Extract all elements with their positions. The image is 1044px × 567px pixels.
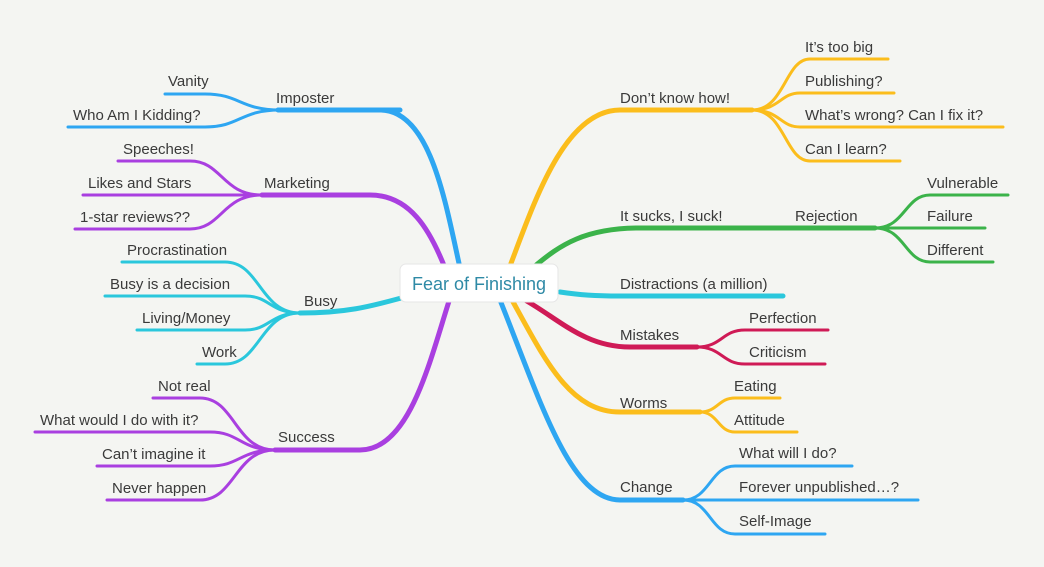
branch-marketing[interactable]: Marketing: [264, 175, 330, 192]
node-criticism[interactable]: Criticism: [749, 344, 807, 361]
branch-dont-know-how[interactable]: Don’t know how!: [620, 90, 730, 107]
node-its-too-big[interactable]: It’s too big: [805, 39, 873, 56]
node-can-i-learn[interactable]: Can I learn?: [805, 141, 887, 158]
node-attitude[interactable]: Attitude: [734, 412, 785, 429]
node-vulnerable[interactable]: Vulnerable: [927, 175, 998, 192]
node-forever-unpublished[interactable]: Forever unpublished…?: [739, 479, 899, 496]
node-perfection[interactable]: Perfection: [749, 310, 817, 327]
edges-marketing: [73, 159, 448, 271]
central-topic-box: [399, 263, 559, 303]
edges-worms: [509, 297, 799, 434]
central-topic-label: Fear of Finishing: [412, 274, 546, 294]
node-rejection[interactable]: Rejection: [795, 208, 858, 225]
node-speeches[interactable]: Speeches!: [123, 141, 194, 158]
branch-worms[interactable]: Worms: [620, 395, 667, 412]
node-self-image[interactable]: Self-Image: [739, 513, 812, 530]
edges-busy: [103, 260, 408, 366]
node-publishing[interactable]: Publishing?: [805, 73, 883, 90]
node-one-star-reviews[interactable]: 1-star reviews??: [80, 209, 190, 226]
node-what-would-i-do[interactable]: What would I do with it?: [40, 412, 198, 429]
edges-it-sucks: [532, 193, 1010, 269]
node-failure[interactable]: Failure: [927, 208, 973, 225]
edges-dont-know: [507, 57, 1005, 269]
node-whats-wrong[interactable]: What’s wrong? Can I fix it?: [805, 107, 983, 124]
branch-busy[interactable]: Busy: [304, 293, 338, 310]
node-what-will-i-do[interactable]: What will I do?: [739, 445, 837, 462]
edges-change: [497, 297, 920, 536]
node-living-money[interactable]: Living/Money: [142, 310, 231, 327]
branch-change[interactable]: Change: [620, 479, 673, 496]
central-topic[interactable]: Fear of Finishing: [399, 263, 559, 303]
branch-distractions[interactable]: Distractions (a million): [620, 276, 768, 293]
node-cant-imagine-it[interactable]: Can’t imagine it: [102, 446, 206, 463]
edges-success: [33, 295, 453, 502]
branch-success[interactable]: Success: [278, 429, 335, 446]
node-not-real[interactable]: Not real: [158, 378, 211, 395]
node-different[interactable]: Different: [927, 242, 984, 259]
node-busy-is-a-decision[interactable]: Busy is a decision: [110, 276, 230, 293]
node-procrastination[interactable]: Procrastination: [127, 242, 227, 259]
edges-mistakes: [522, 297, 830, 366]
node-never-happen[interactable]: Never happen: [112, 480, 206, 497]
node-vanity[interactable]: Vanity: [168, 73, 209, 90]
branch-imposter[interactable]: Imposter: [276, 90, 334, 107]
node-likes-and-stars[interactable]: Likes and Stars: [88, 175, 191, 192]
branch-it-sucks[interactable]: It sucks, I suck!: [620, 208, 723, 225]
node-work[interactable]: Work: [202, 344, 237, 361]
edges-distractions: [557, 289, 786, 299]
branch-mistakes[interactable]: Mistakes: [620, 327, 679, 344]
node-eating[interactable]: Eating: [734, 378, 777, 395]
edges-imposter: [66, 92, 463, 271]
node-who-am-i-kidding[interactable]: Who Am I Kidding?: [73, 107, 201, 124]
